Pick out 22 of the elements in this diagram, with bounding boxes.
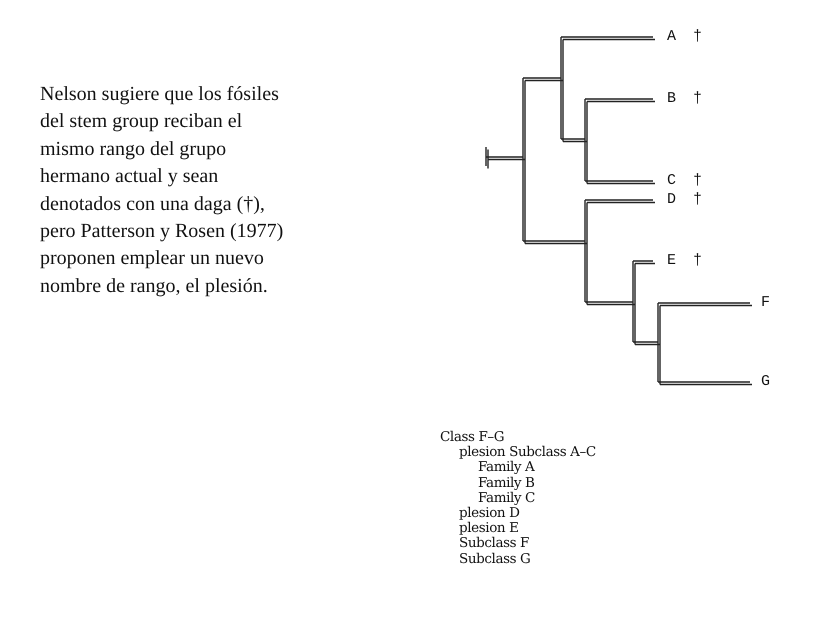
taxon-label: A xyxy=(667,29,676,45)
classification-line: plesion E xyxy=(459,521,519,536)
dagger-mark: † xyxy=(693,192,702,208)
dagger-mark: † xyxy=(693,253,702,269)
classification-line: Subclass G xyxy=(459,552,530,567)
taxon-label: F xyxy=(761,295,770,311)
paragraph: Nelson sugiere que los fósiles del stem group reciban el mismo rango del grupo hermano actual y sean denotados con una daga (†), pero Patterson y Rosen (1977) proponen emplear un nuevo nombre de rango, el plesión. xyxy=(40,82,284,299)
taxon-label: E xyxy=(667,253,676,269)
classification-line: plesion D xyxy=(459,506,520,521)
classification-line: Family A xyxy=(478,460,534,476)
taxon-label: D xyxy=(667,192,676,208)
classification-line: Class F–G xyxy=(440,430,504,445)
classification-line: plesion Subclass A–C xyxy=(459,445,596,460)
classification-line: Subclass F xyxy=(459,536,530,552)
dagger-mark: † xyxy=(693,91,702,107)
taxon-label: C xyxy=(667,173,676,189)
dagger-mark: † xyxy=(693,173,702,189)
dagger-mark: † xyxy=(693,29,702,45)
classification-line: Family B xyxy=(478,476,535,491)
taxon-label: G xyxy=(761,374,770,390)
classification-line: Family C xyxy=(478,490,535,506)
taxon-label: B xyxy=(667,91,676,107)
